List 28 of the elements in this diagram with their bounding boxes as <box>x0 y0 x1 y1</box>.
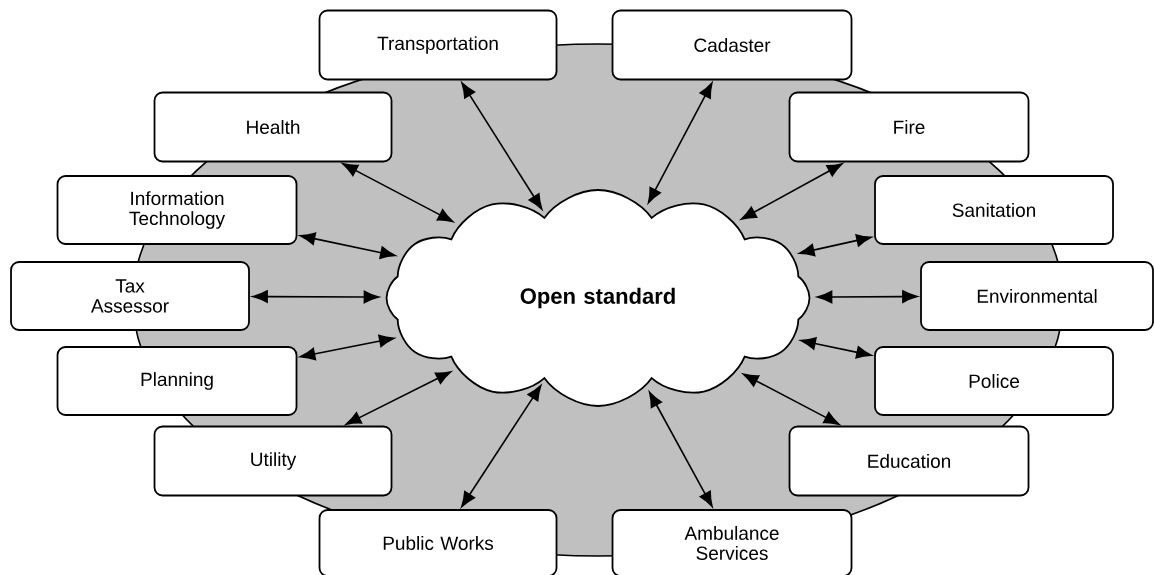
department-box: Information Technology <box>56 175 298 245</box>
arrow <box>299 334 395 361</box>
arrow <box>461 82 543 210</box>
department-box: Health <box>153 91 393 163</box>
arrow <box>816 290 918 304</box>
department-box: Cadaster <box>611 9 853 81</box>
arrow <box>252 290 380 304</box>
department-box: Transportation <box>318 9 558 81</box>
arrow <box>742 373 840 425</box>
arrow <box>800 337 872 359</box>
arrow <box>342 163 454 223</box>
department-box: Tax Assessor <box>10 261 250 331</box>
department-box: Public Works <box>318 509 558 575</box>
arrow <box>299 232 396 259</box>
department-box: Environmental <box>920 261 1154 331</box>
department-box: Planning <box>56 346 298 416</box>
arrow <box>647 82 713 204</box>
department-box: Education <box>788 425 1030 497</box>
arrow <box>740 163 843 220</box>
department-box: Utility <box>153 425 393 497</box>
department-box: Ambulance Services <box>611 509 853 575</box>
department-box: Police <box>874 346 1114 416</box>
arrow <box>799 234 872 257</box>
arrow <box>345 371 452 425</box>
arrow <box>461 385 542 508</box>
arrow <box>648 391 713 508</box>
department-box: Sanitation <box>874 175 1114 245</box>
department-box: Fire <box>788 91 1030 163</box>
